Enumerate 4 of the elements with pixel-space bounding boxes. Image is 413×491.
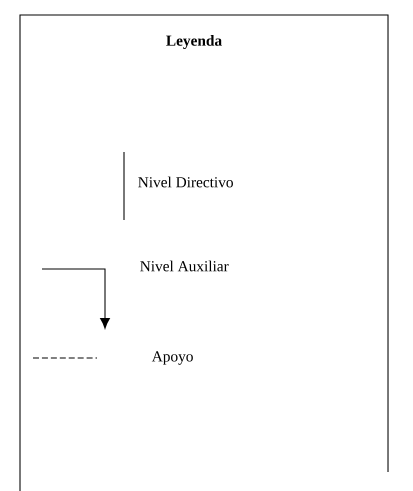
legend-label: Nivel Directivo (138, 176, 233, 188)
legend-label: Apoyo (152, 351, 193, 365)
legend-label: Nivel Auxiliar (140, 260, 229, 272)
legend-title: Leyenda (166, 35, 222, 49)
